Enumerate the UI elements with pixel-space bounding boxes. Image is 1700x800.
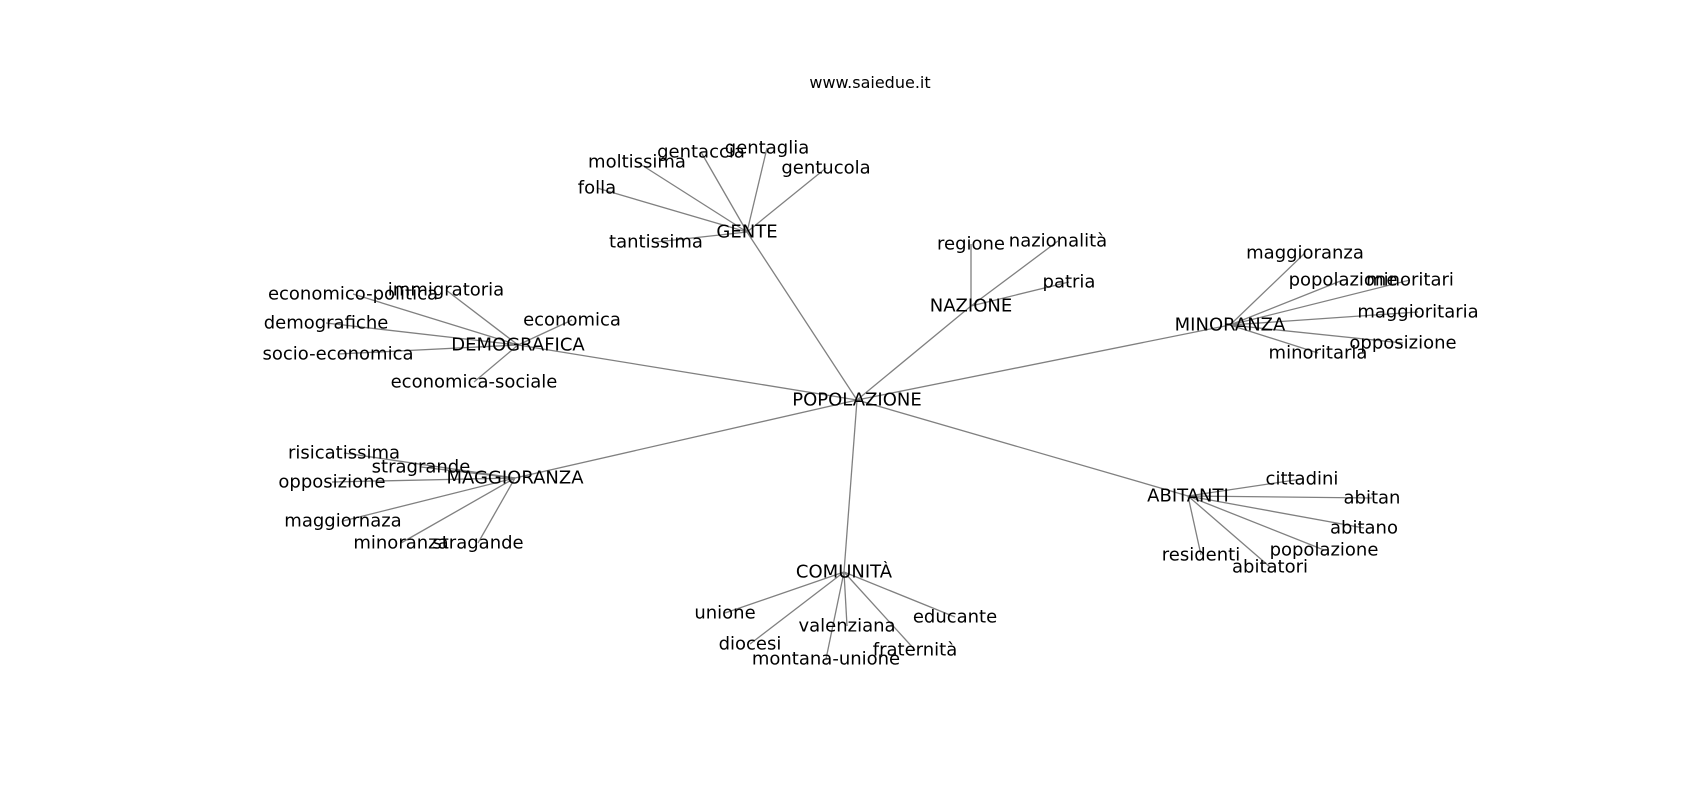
edge-comunita-diocesi bbox=[749, 571, 845, 645]
node-leaf-maggioranza-stragande: stragande bbox=[432, 533, 523, 554]
node-leaf-minoranza-maggioritaria: maggioritaria bbox=[1357, 302, 1478, 323]
edge-abitanti-popolazione bbox=[1187, 495, 1325, 551]
edges-layer bbox=[325, 147, 1419, 660]
edge-demografica-immigratoria bbox=[445, 289, 519, 346]
edge-maggioranza-risicatissima bbox=[343, 452, 516, 479]
edge-minoranza-minoritari bbox=[1229, 279, 1411, 326]
edge-minoranza-popolazione bbox=[1229, 279, 1344, 326]
node-leaf-minoranza-minoritaria: minoritaria bbox=[1269, 343, 1368, 364]
node-leaf-demografica-demografiche: demografiche bbox=[264, 313, 389, 334]
node-leaf-demografica-economica-sociale: economica-sociale bbox=[391, 372, 558, 393]
edge-comunita-fraternita bbox=[843, 571, 916, 651]
node-leaf-maggioranza-maggiornaza: maggiornaza bbox=[284, 511, 401, 532]
node-leaf-abitanti-abitan: abitan bbox=[1344, 488, 1401, 509]
node-leaf-nazione-nazionalita: nazionalità bbox=[1009, 231, 1107, 252]
node-leaf-gente-moltissima: moltissima bbox=[588, 152, 686, 173]
edge-gente-moltissima bbox=[636, 161, 748, 233]
edge-root-maggioranza bbox=[514, 399, 858, 479]
node-leaf-minoranza-maggioranza: maggioranza bbox=[1246, 243, 1364, 264]
edge-minoranza-maggioritaria bbox=[1229, 311, 1419, 326]
node-leaf-minoranza-popolazione: popolazione bbox=[1289, 270, 1398, 291]
node-leaf-comunita-educante: educante bbox=[913, 607, 997, 628]
edge-maggioranza-opposizione bbox=[331, 477, 516, 483]
node-leaf-minoranza-minoritari: minoritari bbox=[1366, 270, 1454, 291]
edge-root-nazione bbox=[856, 305, 972, 401]
node-leaf-abitanti-popolazione: popolazione bbox=[1270, 540, 1379, 561]
node-leaf-demografica-economico-politica: economico-politica bbox=[268, 284, 438, 305]
node-leaf-abitanti-cittadini: cittadini bbox=[1266, 469, 1339, 490]
node-leaf-comunita-unione: unione bbox=[694, 603, 755, 624]
node-leaf-nazione-patria: patria bbox=[1043, 272, 1096, 293]
edge-maggioranza-maggiornaza bbox=[342, 477, 516, 522]
edge-gente-gentaccia bbox=[700, 151, 748, 233]
node-leaf-gente-gentucola: gentucola bbox=[781, 158, 870, 179]
edge-demografica-socio-economica bbox=[337, 344, 519, 355]
node-leaf-abitanti-residenti: residenti bbox=[1162, 545, 1240, 566]
node-leaf-comunita-diocesi: diocesi bbox=[719, 634, 782, 655]
node-leaf-demografica-immigratoria: immigratoria bbox=[388, 280, 504, 301]
edge-gente-gentaglia bbox=[746, 147, 768, 233]
edge-demografica-demografiche bbox=[325, 322, 519, 346]
node-leaf-comunita-fraternita: fraternità bbox=[873, 640, 957, 661]
edge-root-gente bbox=[746, 231, 858, 401]
node-hub-gente: GENTE bbox=[716, 222, 777, 243]
node-leaf-maggioranza-minoranza: minoranza bbox=[353, 533, 448, 554]
node-leaf-demografica-economica: economica bbox=[523, 310, 621, 331]
node-leaf-maggioranza-opposizione: opposizione bbox=[278, 472, 385, 493]
edge-abitanti-residenti bbox=[1187, 495, 1202, 556]
edge-abitanti-abitano bbox=[1187, 495, 1365, 529]
edge-maggioranza-minoranza bbox=[400, 477, 516, 544]
edge-demografica-economica bbox=[517, 319, 573, 346]
node-leaf-minoranza-opposizione: opposizione bbox=[1349, 333, 1456, 354]
node-hub-demografica: DEMOGRAFICA bbox=[451, 335, 585, 356]
node-leaf-gente-folla: folla bbox=[578, 178, 616, 199]
edge-root-demografica bbox=[517, 344, 858, 401]
node-hub-comunita: COMUNITÀ bbox=[796, 561, 893, 583]
edge-nazione-nazionalita bbox=[970, 240, 1059, 307]
site-caption: www.saiedue.it bbox=[809, 73, 930, 92]
node-hub-maggioranza: MAGGIORANZA bbox=[446, 468, 584, 489]
edge-minoranza-opposizione bbox=[1229, 324, 1404, 344]
edge-root-abitanti bbox=[856, 399, 1189, 497]
node-root-popolazione: POPOLAZIONE bbox=[792, 390, 921, 411]
edge-root-comunita bbox=[843, 399, 858, 573]
node-hub-nazione: NAZIONE bbox=[930, 296, 1012, 317]
node-leaf-comunita-valenziana: valenziana bbox=[798, 616, 895, 637]
node-hub-abitanti: ABITANTI bbox=[1147, 486, 1229, 507]
edge-comunita-educante bbox=[843, 571, 956, 618]
edge-gente-folla bbox=[596, 187, 748, 233]
edge-abitanti-abitatori bbox=[1187, 495, 1271, 568]
edge-comunita-unione bbox=[724, 571, 845, 614]
node-leaf-demografica-socio-economica: socio-economica bbox=[263, 344, 414, 365]
edge-root-minoranza bbox=[856, 324, 1231, 401]
edge-maggioranza-stragrande bbox=[420, 466, 516, 479]
edge-comunita-valenziana bbox=[843, 571, 848, 627]
edge-demografica-economica-sociale bbox=[473, 344, 519, 383]
edge-demografica-economico-politica bbox=[352, 293, 519, 346]
node-leaf-abitanti-abitatori: abitatori bbox=[1232, 557, 1308, 578]
node-leaf-maggioranza-risicatissima: risicatissima bbox=[288, 443, 400, 464]
edge-comunita-montana-unione bbox=[825, 571, 845, 660]
node-leaf-abitanti-abitano: abitano bbox=[1330, 518, 1398, 539]
node-leaf-gente-tantissima: tantissima bbox=[609, 232, 703, 253]
edge-nazione-patria bbox=[970, 281, 1070, 307]
edge-minoranza-maggioranza bbox=[1229, 252, 1306, 326]
node-leaf-maggioranza-stragrande: stragrande bbox=[372, 457, 471, 478]
node-leaf-comunita-montana-unione: montana-unione bbox=[752, 649, 900, 670]
edge-minoranza-minoritaria bbox=[1229, 324, 1319, 354]
node-leaf-gente-gentaglia: gentaglia bbox=[725, 138, 809, 159]
node-leaf-gente-gentaccia: gentaccia bbox=[657, 142, 745, 163]
edge-abitanti-abitan bbox=[1187, 495, 1373, 499]
edge-abitanti-cittadini bbox=[1187, 478, 1303, 497]
node-hub-minoranza: MINORANZA bbox=[1175, 315, 1286, 336]
node-leaf-nazione-regione: regione bbox=[937, 234, 1005, 255]
edge-gente-tantissima bbox=[655, 231, 748, 243]
edge-maggioranza-stragande bbox=[477, 477, 516, 544]
edge-gente-gentucola bbox=[746, 167, 827, 233]
